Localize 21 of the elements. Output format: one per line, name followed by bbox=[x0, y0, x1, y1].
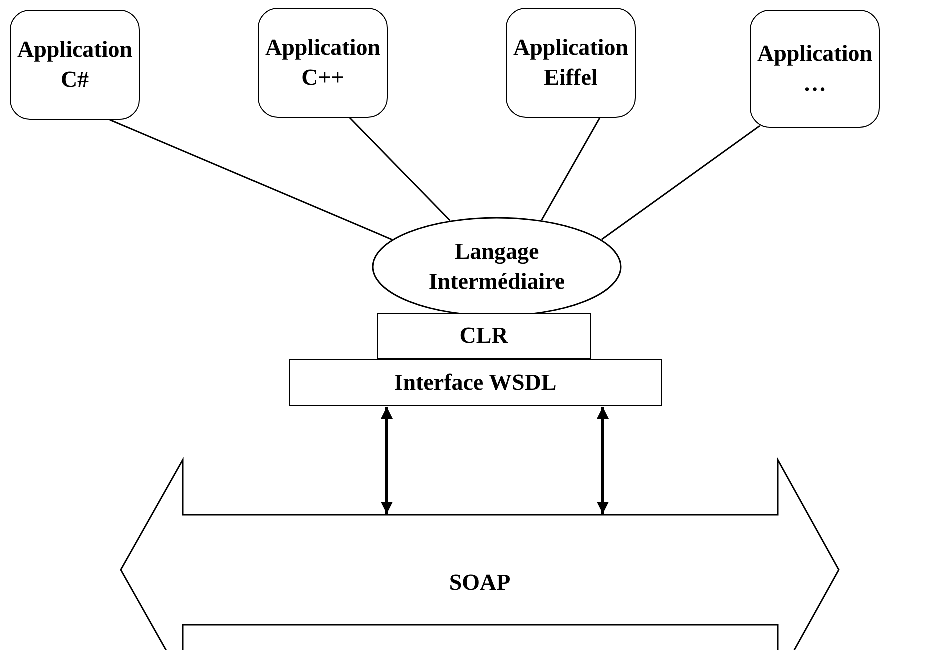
application-box bbox=[258, 8, 388, 118]
layer-box bbox=[377, 313, 591, 359]
connector-line bbox=[110, 119, 392, 240]
node-label: Application C# bbox=[16, 36, 134, 94]
protocol-double-arrow bbox=[120, 460, 840, 650]
application-box bbox=[10, 10, 140, 120]
connector-line bbox=[541, 118, 601, 221]
node-label: Application Eiffel bbox=[512, 34, 630, 92]
node-label: Interface WSDL bbox=[394, 368, 557, 397]
double-headed-arrow bbox=[597, 407, 609, 514]
node-label: CLR bbox=[460, 322, 508, 350]
application-box bbox=[750, 10, 880, 128]
connector-line bbox=[601, 125, 760, 240]
connector-line bbox=[349, 117, 451, 222]
double-headed-arrow bbox=[381, 407, 393, 514]
node-label: SOAP bbox=[449, 569, 511, 597]
node-label: Application … bbox=[756, 40, 874, 98]
application-box bbox=[506, 8, 636, 118]
layer-box bbox=[289, 359, 662, 406]
node-label: Application C++ bbox=[264, 34, 382, 92]
node-label: Langage Intermédiaire bbox=[428, 238, 566, 296]
